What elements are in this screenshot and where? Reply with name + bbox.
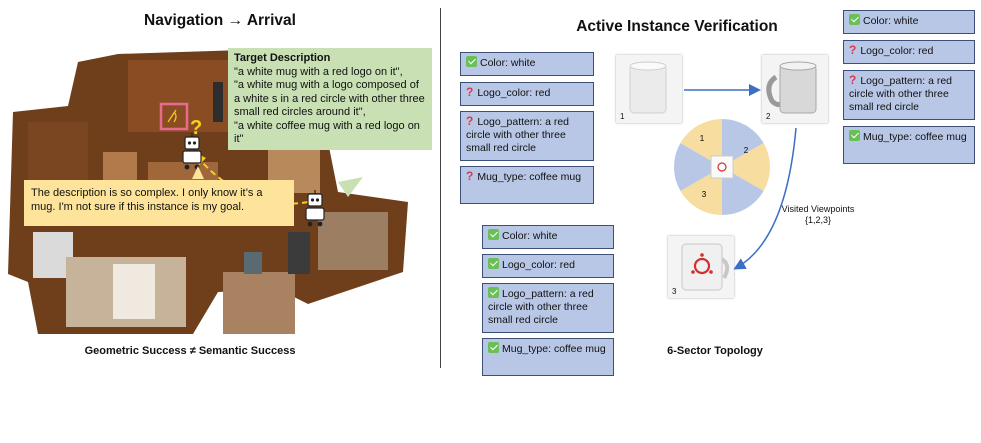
- attribute-card: ?Logo_pattern: a red circle with other t…: [460, 111, 594, 161]
- target-description-bubble: Target Description "a white mug with a r…: [228, 48, 432, 150]
- check-icon: [849, 130, 860, 141]
- question-icon: ?: [466, 170, 473, 181]
- attribute-card: ?Logo_pattern: a red circle with other t…: [843, 70, 975, 120]
- sector-label: 1: [700, 134, 705, 143]
- attribute-card: Logo_color: red: [482, 254, 614, 278]
- viewpoint-number: 3: [672, 287, 676, 296]
- attribute-card: ?Logo_color: red: [460, 82, 594, 106]
- visited-viewpoints-label: Visited Viewpoints {1,2,3}: [770, 204, 866, 226]
- agent-thought-bubble: The description is so complex. I only kn…: [24, 180, 294, 226]
- target-description-heading: Target Description: [234, 52, 426, 66]
- attribute-card: Mug_type: coffee mug: [482, 338, 614, 376]
- target-description-line: "a white mug with a red logo on it",: [234, 66, 426, 80]
- check-icon: [466, 56, 477, 67]
- verification-diagram: 1 2 3: [600, 50, 850, 280]
- right-panel-title: Active Instance Verification: [552, 18, 802, 36]
- check-icon: [488, 229, 499, 240]
- panel-divider: [440, 8, 441, 368]
- target-description-line: "a white coffee mug with a red logo on i…: [234, 120, 426, 147]
- question-icon: ?: [849, 44, 856, 55]
- attribute-card: Color: white: [460, 52, 594, 76]
- attribute-card: Color: white: [843, 10, 975, 34]
- attribute-card: ?Mug_type: coffee mug: [460, 166, 594, 204]
- left-panel-caption: Geometric Success ≠ Semantic Success: [60, 345, 320, 357]
- check-icon: [488, 258, 499, 269]
- check-icon: [849, 14, 860, 25]
- question-icon: ?: [466, 86, 473, 97]
- check-icon: [488, 342, 499, 353]
- attribute-card: Mug_type: coffee mug: [843, 126, 975, 164]
- left-panel-title: Navigation → Arrival: [90, 12, 350, 30]
- check-icon: [488, 287, 499, 298]
- question-icon: ?: [466, 115, 473, 126]
- attribute-card: Color: white: [482, 225, 614, 249]
- sector-label: 3: [702, 190, 707, 199]
- attribute-card: ?Logo_color: red: [843, 40, 975, 64]
- attribute-card: Logo_pattern: a red circle with other th…: [482, 283, 614, 333]
- six-sector-wheel: 1 2 3: [674, 119, 770, 215]
- question-icon: ?: [849, 74, 856, 85]
- target-description-line: "a white mug with a logo composed of a w…: [234, 79, 426, 120]
- right-panel-caption: 6-Sector Topology: [655, 345, 775, 357]
- sector-label: 2: [744, 146, 749, 155]
